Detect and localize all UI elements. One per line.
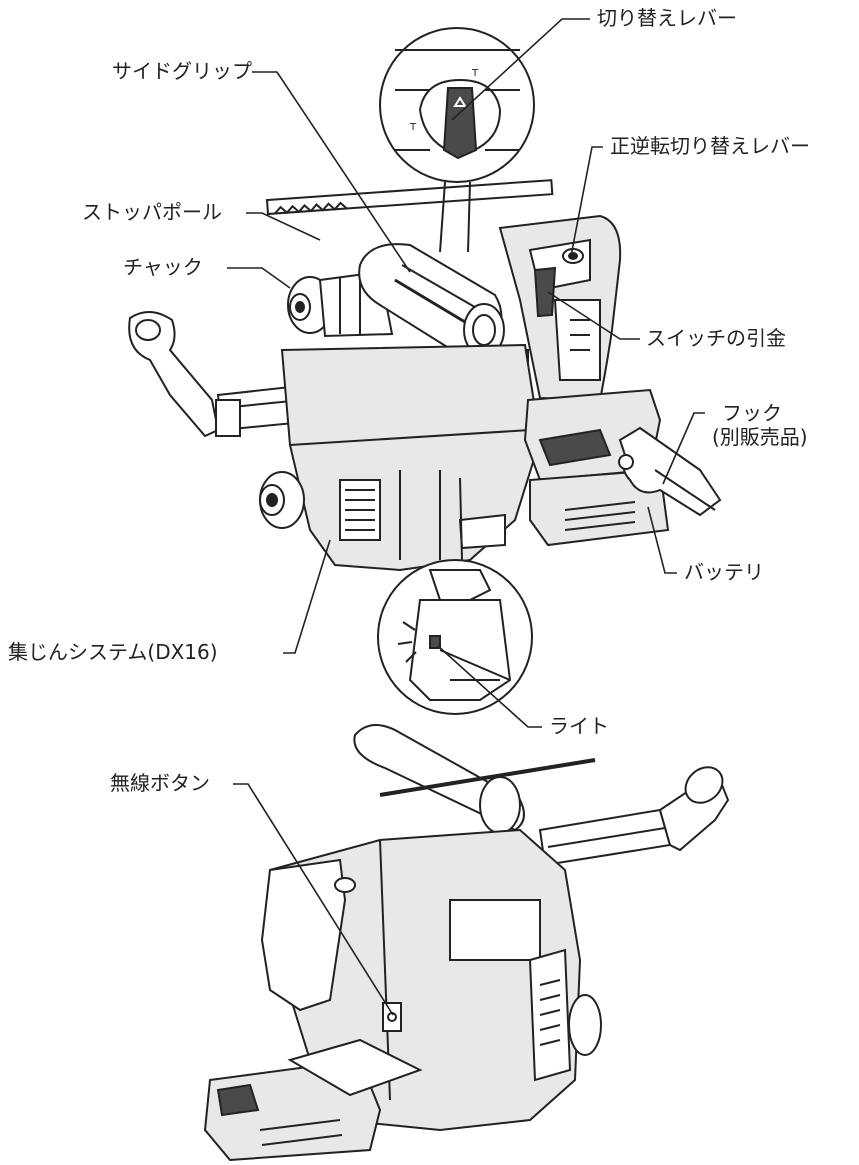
leader-stopper-pole	[246, 212, 321, 241]
lower-drill-drawing	[203, 724, 730, 1162]
trigger-label: スイッチの引金	[646, 326, 786, 350]
leader-side-grip	[252, 71, 411, 273]
side-grip-label: サイドグリップ	[112, 59, 252, 83]
wireless-button-label: 無線ボタン	[110, 771, 210, 795]
stopper-pole-drawing	[265, 179, 554, 216]
leader-hook	[662, 412, 705, 485]
leader-lines	[227, 18, 705, 1016]
svg-text:T: T	[471, 68, 479, 79]
leader-wireless-button	[233, 783, 394, 1016]
leader-light	[437, 645, 542, 728]
chuck-label: チャック	[123, 255, 203, 279]
mode-lever-label: 切り替えレバー	[597, 6, 737, 30]
battery-label: バッテリ	[684, 560, 764, 584]
side-grip-drawing	[358, 243, 505, 357]
stopper-pole-label: ストッパポール	[82, 200, 222, 224]
reverse-lever-label: 正逆転切り替えレバー	[610, 134, 810, 158]
leader-trigger	[547, 291, 640, 340]
dust-collector-drawing	[259, 343, 542, 572]
leader-mode-lever	[451, 18, 590, 121]
hook-label-line2: (別販売品)	[712, 425, 808, 449]
leader-reverse-lever	[570, 146, 603, 257]
dust-system-label: 集じんシステム(DX16)	[8, 640, 218, 664]
svg-text:T: T	[409, 122, 417, 133]
mode-lever-inset: T T	[379, 27, 535, 253]
leader-dust-system	[283, 539, 331, 654]
hook-label: フック (別販売品)	[712, 401, 842, 449]
leader-chuck	[227, 267, 291, 289]
hook-drawing	[618, 426, 722, 517]
hook-label-line1: フック	[722, 401, 782, 425]
leader-battery	[647, 506, 677, 574]
light-label: ライト	[549, 714, 609, 738]
